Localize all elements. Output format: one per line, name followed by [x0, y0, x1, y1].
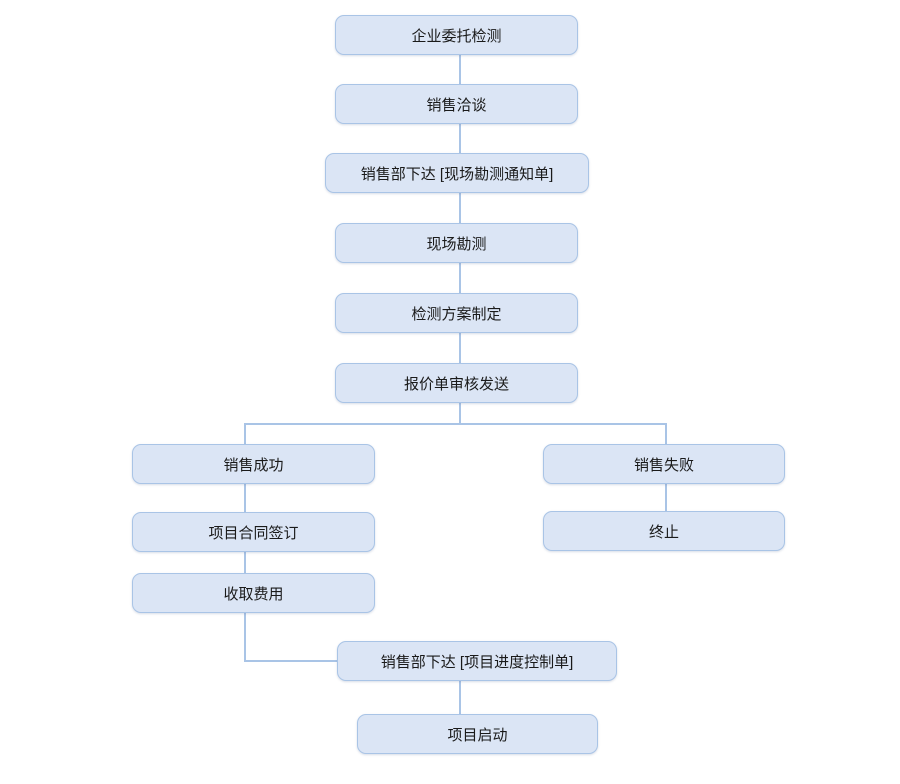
node-sales-negotiation: 销售洽谈 — [335, 84, 578, 124]
node-sales-failure: 销售失败 — [543, 444, 785, 484]
node-sales-dept-issues-project-progress-control-sheet: 销售部下达 [项目进度控制单] — [337, 641, 617, 681]
connector-site-survey-to-testing-plan — [459, 263, 461, 293]
connector-progress-control-to-project-launch — [459, 681, 461, 714]
connector-fee-collection-elbow-horizontal — [244, 660, 337, 662]
node-termination: 终止 — [543, 511, 785, 551]
node-sales-success: 销售成功 — [132, 444, 375, 484]
node-enterprise-commissioned-testing: 企业委托检测 — [335, 15, 578, 55]
node-testing-plan-formulation: 检测方案制定 — [335, 293, 578, 333]
connector-enterprise-commissioned-testing-to-sales-negotiation — [459, 55, 461, 84]
connector-fee-collection-elbow-vertical — [244, 613, 246, 661]
connector-sales-success-to-contract-signing — [244, 484, 246, 512]
node-quotation-review-and-send: 报价单审核发送 — [335, 363, 578, 403]
node-project-launch: 项目启动 — [357, 714, 598, 754]
connector-branch-rail — [244, 423, 667, 425]
connector-quotation-to-branch-rail — [459, 403, 461, 423]
connector-sales-negotiation-to-survey-notice — [459, 124, 461, 153]
node-site-survey: 现场勘测 — [335, 223, 578, 263]
node-project-contract-signing: 项目合同签订 — [132, 512, 375, 552]
node-fee-collection: 收取费用 — [132, 573, 375, 613]
connector-rail-to-sales-failure — [665, 423, 667, 444]
connector-testing-plan-to-quotation — [459, 333, 461, 363]
connector-sales-failure-to-termination — [665, 484, 667, 511]
connector-rail-to-sales-success — [244, 423, 246, 444]
connector-contract-signing-to-fee-collection — [244, 552, 246, 573]
connector-survey-notice-to-site-survey — [459, 193, 461, 223]
node-sales-dept-issues-site-survey-notice: 销售部下达 [现场勘测通知单] — [325, 153, 589, 193]
